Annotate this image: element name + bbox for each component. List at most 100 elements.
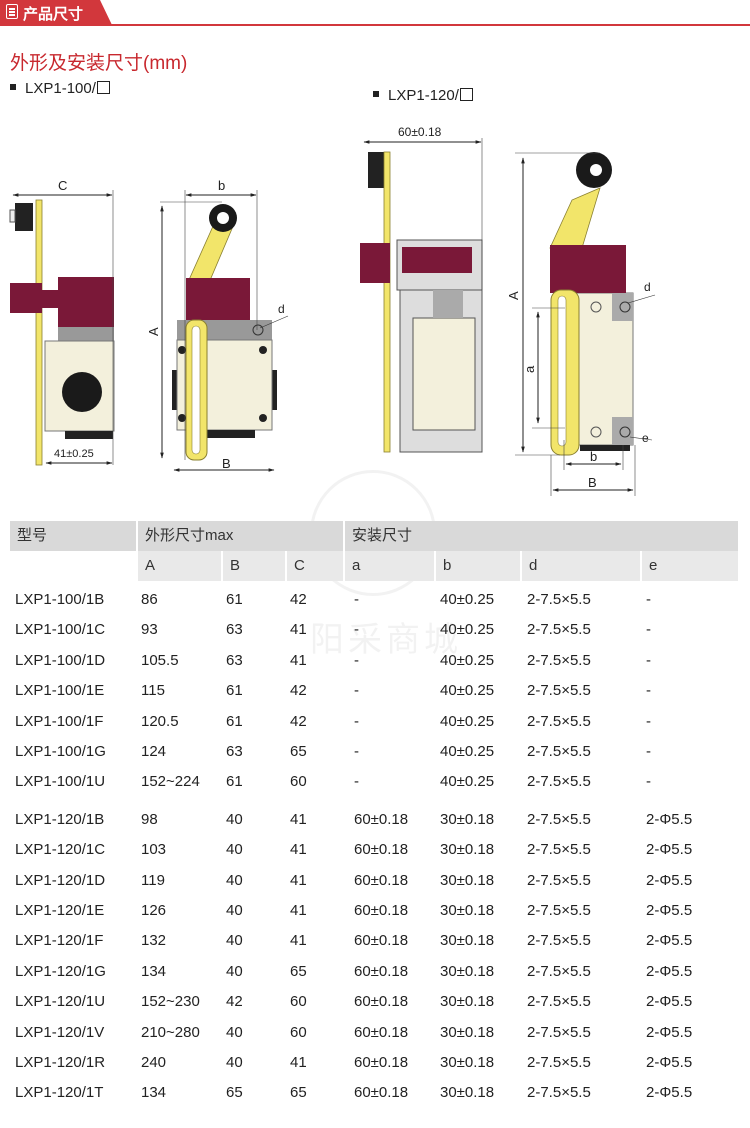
cell-C: 41 xyxy=(290,810,307,828)
cell-a: 60±0.18 xyxy=(354,841,409,859)
cell-e: - xyxy=(646,651,651,669)
cell-d: 2-7.5×5.5 xyxy=(527,962,591,980)
cell-A: 124 xyxy=(141,743,167,760)
cell-b: 40±0.25 xyxy=(440,743,495,760)
cell-A: 152~230 xyxy=(141,993,200,1011)
cell-a: - xyxy=(354,743,359,760)
cell-C: 41 xyxy=(290,871,307,889)
figure-100-side-view: C 41±0.25 xyxy=(9,178,115,466)
cell-model: LXP1-120/1G xyxy=(15,962,106,980)
cell-d: 2-7.5×5.5 xyxy=(527,773,591,791)
cell-b: 30±0.18 xyxy=(440,871,495,889)
dim-label-B: B xyxy=(222,456,231,471)
header-col-d: d xyxy=(522,551,640,581)
cell-a: 60±0.18 xyxy=(354,1023,409,1041)
cell-A: 126 xyxy=(141,902,167,919)
cell-a: - xyxy=(354,651,359,669)
cell-e: 2-Φ5.5 xyxy=(646,1084,693,1102)
cell-model: LXP1-120/1R xyxy=(15,1054,106,1071)
cell-C: 42 xyxy=(290,591,307,608)
figure-120-side-view: 60±0.18 xyxy=(360,125,483,453)
cell-e: - xyxy=(646,621,651,639)
cell-b: 40±0.25 xyxy=(440,773,495,791)
cell-A: 93 xyxy=(141,621,158,639)
cell-e: 2-Φ5.5 xyxy=(646,993,693,1011)
cell-d: 2-7.5×5.5 xyxy=(527,1084,591,1102)
cell-B: 40 xyxy=(226,962,243,980)
cell-e: - xyxy=(646,743,651,760)
cell-A: 120.5 xyxy=(141,712,179,730)
cell-B: 65 xyxy=(226,1084,243,1102)
cell-A: 103 xyxy=(141,841,167,859)
cell-model: LXP1-100/1G xyxy=(15,743,106,760)
header-outer-dimensions: 外形尺寸max xyxy=(138,521,343,551)
banner-label: 产品尺寸 xyxy=(23,6,84,23)
cell-C: 65 xyxy=(290,1084,307,1102)
banner-divider xyxy=(0,24,750,26)
cell-model: LXP1-120/1F xyxy=(15,932,104,950)
cell-d: 2-7.5×5.5 xyxy=(527,841,591,859)
header-col-A: A xyxy=(138,551,221,581)
cell-e: 2-Φ5.5 xyxy=(646,962,693,980)
cell-B: 40 xyxy=(226,932,243,950)
dim-label-60: 60±0.18 xyxy=(398,125,442,139)
header-model: 型号 xyxy=(10,521,136,551)
model-text: LXP1-120/ xyxy=(388,87,459,104)
cell-B: 63 xyxy=(226,651,243,669)
cell-B: 61 xyxy=(226,591,243,608)
cell-d: 2-7.5×5.5 xyxy=(527,743,591,760)
cell-B: 40 xyxy=(226,871,243,889)
cell-model: LXP1-120/1C xyxy=(15,841,106,859)
cell-e: 2-Φ5.5 xyxy=(646,1054,693,1071)
dim-label-b: b xyxy=(218,178,225,193)
cell-b: 40±0.25 xyxy=(440,682,495,700)
cell-a: - xyxy=(354,712,359,730)
cell-b: 40±0.25 xyxy=(440,651,495,669)
cell-model: LXP1-120/1E xyxy=(15,902,105,919)
cell-B: 63 xyxy=(226,621,243,639)
cell-B: 40 xyxy=(226,1023,243,1041)
cell-B: 40 xyxy=(226,1054,243,1071)
cell-a: 60±0.18 xyxy=(354,871,409,889)
cell-d: 2-7.5×5.5 xyxy=(527,651,591,669)
cell-b: 30±0.18 xyxy=(440,841,495,859)
cell-e: 2-Φ5.5 xyxy=(646,1023,693,1041)
cell-model: LXP1-100/1C xyxy=(15,621,106,639)
cell-C: 42 xyxy=(290,712,307,730)
cell-b: 40±0.25 xyxy=(440,712,495,730)
dim-label-d: d xyxy=(278,302,285,316)
cell-B: 63 xyxy=(226,743,243,760)
cell-b: 30±0.18 xyxy=(440,1054,495,1071)
cell-a: 60±0.18 xyxy=(354,810,409,828)
cell-a: - xyxy=(354,621,359,639)
cell-a: - xyxy=(354,682,359,700)
cell-C: 41 xyxy=(290,651,307,669)
cell-e: - xyxy=(646,773,651,791)
watermark-text: 阳采商城 xyxy=(310,621,462,659)
cell-A: 134 xyxy=(141,962,167,980)
cell-C: 65 xyxy=(290,962,307,980)
dim-label-A-120: A xyxy=(506,291,521,300)
cell-a: 60±0.18 xyxy=(354,1084,409,1102)
dim-label-e: e xyxy=(642,431,649,445)
cell-d: 2-7.5×5.5 xyxy=(527,810,591,828)
cell-B: 40 xyxy=(226,902,243,919)
model-text: LXP1-100/ xyxy=(25,80,96,97)
placeholder-box-icon xyxy=(459,88,473,101)
document-list-icon xyxy=(6,4,18,19)
dim-label-B-120: B xyxy=(588,475,597,490)
dim-label-d-120: d xyxy=(644,280,651,294)
cell-b: 30±0.18 xyxy=(440,1023,495,1041)
